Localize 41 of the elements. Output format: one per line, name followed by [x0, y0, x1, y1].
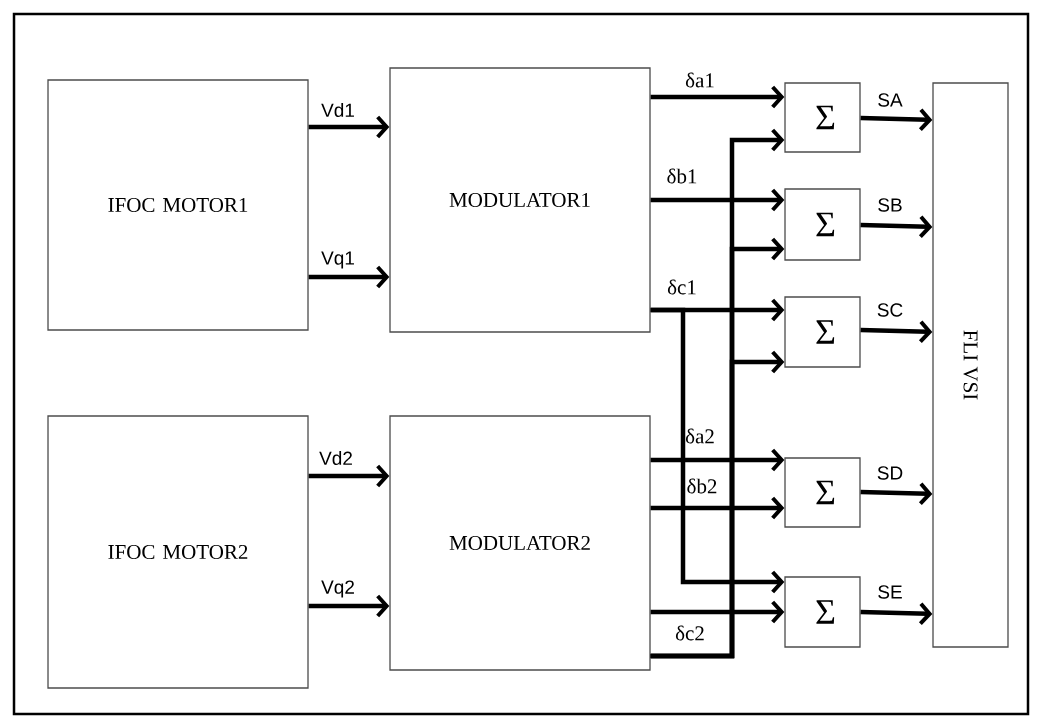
arrow: [308, 464, 390, 488]
summing-block: Σ: [784, 576, 861, 648]
edge-label: δa1: [685, 72, 714, 88]
summing-block: Σ: [784, 296, 861, 368]
arrow: [650, 350, 785, 659]
process-box: IFOC MOTOR2: [47, 415, 309, 689]
arrow: [860, 215, 933, 239]
edge-label: δb1: [667, 168, 697, 184]
edge-label: Vq1: [321, 251, 354, 269]
edge-label: SB: [878, 198, 902, 212]
arrow: [650, 188, 785, 212]
edge-label: SA: [878, 93, 903, 107]
edge-label: SD: [877, 466, 903, 480]
edge-label: δb2: [687, 478, 717, 494]
edge-label: δc1: [667, 279, 696, 295]
edge-label: SE: [878, 585, 902, 599]
summing-block: Σ: [784, 188, 861, 261]
edge-label: Vd2: [319, 451, 352, 465]
edge-label: Vq2: [321, 580, 354, 598]
edge-label: δa2: [685, 428, 714, 444]
arrow: [650, 307, 785, 594]
inverter-block: FLI VSI: [932, 82, 1009, 648]
process-box: IFOC MOTOR1: [47, 79, 309, 331]
arrow: [860, 482, 933, 506]
edge-label: Vd1: [321, 103, 354, 117]
arrow: [650, 448, 785, 472]
arrow: [860, 320, 933, 344]
summing-block: Σ: [784, 457, 861, 528]
process-box: MODULATOR2: [389, 415, 651, 671]
process-box: MODULATOR1: [389, 67, 651, 333]
arrow: [860, 602, 933, 626]
edge-label: δc2: [675, 625, 704, 641]
arrow: [860, 108, 933, 132]
arrow: [308, 594, 390, 618]
arrow: [308, 265, 390, 289]
arrow: [308, 115, 390, 139]
edge-label: SC: [877, 303, 903, 317]
arrow: [650, 85, 785, 109]
summing-block: Σ: [784, 82, 861, 153]
arrow: [650, 600, 785, 624]
arrow: [650, 496, 785, 520]
